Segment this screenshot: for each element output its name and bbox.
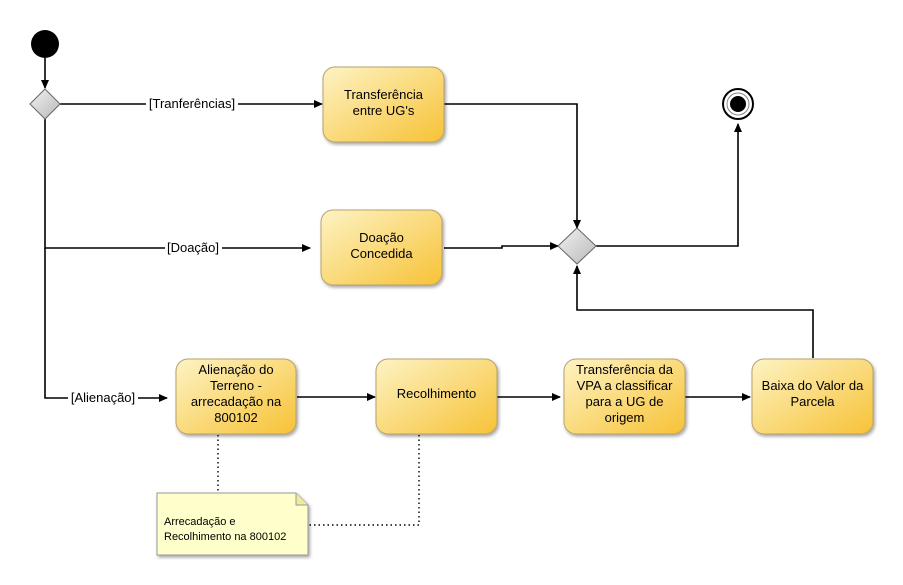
note-line-1: Arrecadação e xyxy=(164,516,236,528)
activity-recolhimento-line-1: Recolhimento xyxy=(397,386,477,401)
activity-alienacao-line-2: Terreno - xyxy=(210,378,262,393)
guard-doacao: [Doação] xyxy=(167,240,219,255)
activity-alienacao: Alienação do Terreno - arrecadação na 80… xyxy=(175,358,297,435)
activity-recolhimento: Recolhimento xyxy=(375,358,498,435)
activity-transferencia-vpa-line-1: Transferência da xyxy=(576,362,674,377)
activity-alienacao-line-4: 800102 xyxy=(214,410,257,425)
edge-transferencia-to-merge xyxy=(444,103,581,229)
guard-alienacao: [Alienação] xyxy=(71,390,135,405)
activity-doacao-line-2: Concedida xyxy=(350,246,413,261)
activity-transferencia-ug-line-1: Transferência xyxy=(344,87,424,102)
edges xyxy=(41,58,814,526)
activity-baixa-line-1: Baixa do Valor da xyxy=(762,378,864,393)
activity-transferencia-vpa: Transferência da VPA a classificar para … xyxy=(563,358,686,435)
edge-alienacao xyxy=(44,248,167,398)
initial-node xyxy=(31,30,59,58)
activity-baixa: Baixa do Valor da Parcela xyxy=(751,358,874,435)
activity-baixa-line-2: Parcela xyxy=(790,394,835,409)
note: Arrecadação e Recolhimento na 800102 xyxy=(156,492,309,556)
activity-transferencia-vpa-line-2: VPA a classificar xyxy=(577,378,674,393)
final-node xyxy=(722,88,754,120)
decision-node xyxy=(29,88,61,120)
edge-doacao-to-merge xyxy=(444,242,559,250)
activity-doacao-line-1: Doação xyxy=(359,230,404,245)
activity-transferencia-vpa-line-3: para a UG de xyxy=(585,394,663,409)
activity-alienacao-line-1: Alienação do xyxy=(198,362,273,377)
merge-node xyxy=(557,227,597,265)
activity-alienacao-line-3: arrecadação na xyxy=(191,394,282,409)
activity-transferencia-ug-line-2: entre UG's xyxy=(353,103,415,118)
note-link-recolhimento xyxy=(308,435,420,526)
guard-transferencias: [Tranferências] xyxy=(149,96,235,111)
activity-transferencia-ug: Transferência entre UG's xyxy=(322,66,445,143)
activity-transferencia-vpa-line-4: origem xyxy=(605,410,645,425)
activity-doacao: Doação Concedida xyxy=(320,209,443,286)
edge-doacao xyxy=(44,119,310,248)
edge-merge-to-end xyxy=(596,123,742,247)
edge-baixa-to-merge xyxy=(573,265,814,358)
note-line-2: Recolhimento na 800102 xyxy=(164,531,286,543)
